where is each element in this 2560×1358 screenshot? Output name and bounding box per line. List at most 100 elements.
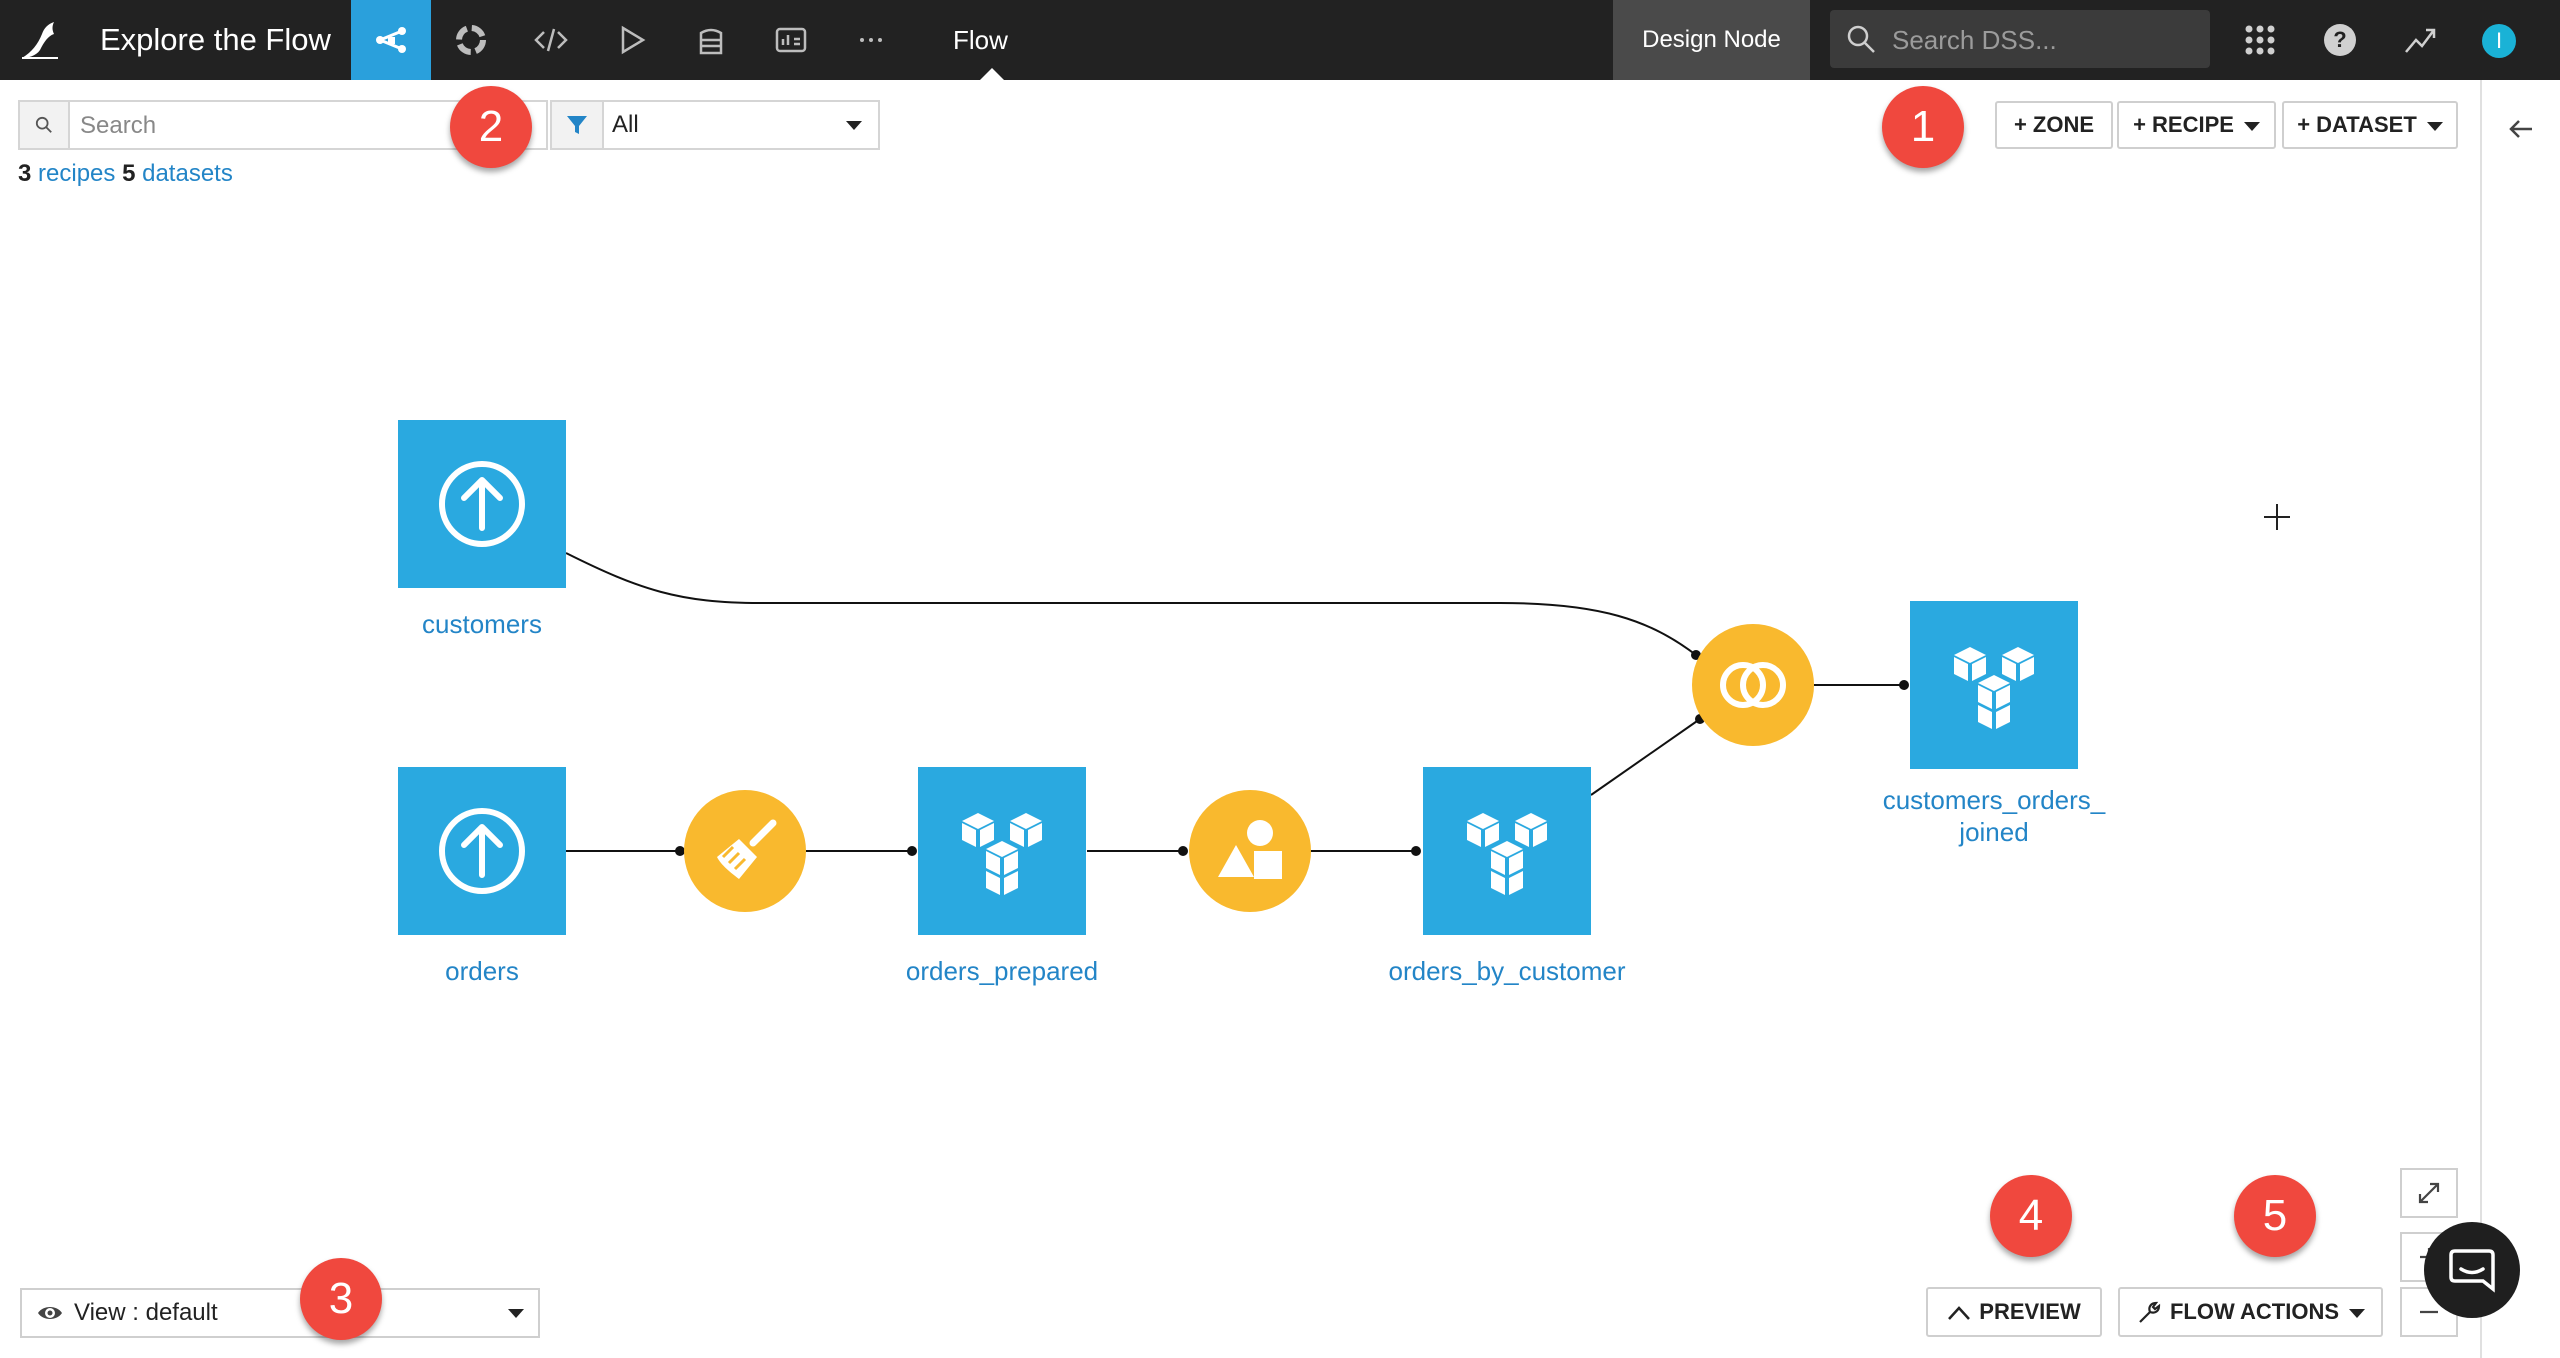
flow-actions-button[interactable]: FLOW ACTIONS [2118,1287,2383,1337]
help-button[interactable]: ? [2320,20,2360,60]
dataset-orders-by-customer[interactable] [1423,767,1591,935]
minus-icon [2420,1310,2438,1314]
flow-counts: 3 recipes 5 datasets [18,160,233,188]
add-zone-button[interactable]: + ZONE [1995,101,2113,149]
nav-library-button[interactable] [671,0,751,80]
arrow-left-icon[interactable] [2506,114,2536,144]
right-side-panel [2480,80,2560,1358]
preview-label: PREVIEW [1979,1299,2081,1324]
dataset-label-customers[interactable]: customers [422,609,542,639]
filter-icon [552,102,604,148]
flow-filter-select[interactable]: All [550,100,880,150]
help-icon: ? [2324,24,2356,56]
dataset-label-orders[interactable]: orders [445,956,519,986]
run-icon [621,25,646,55]
dataset-label-line-2: joined [1959,817,2029,847]
port-group-in [1178,846,1188,856]
upload-icon [439,808,525,894]
flow-icon [376,27,406,53]
shapes-icon [1218,820,1282,879]
view-label: View : default [74,1299,218,1326]
crosshair-cursor-icon [2264,504,2290,530]
trend-icon [2405,28,2436,53]
apps-grid-icon [2245,25,2275,55]
nav-more-button[interactable] [831,0,911,80]
apps-grid-button[interactable] [2240,20,2280,60]
broom-icon [717,819,777,879]
nav-lifecycle-button[interactable] [431,0,511,80]
flow-edges [565,552,1909,856]
chat-icon [2449,1249,2495,1293]
chevron-down-icon [2349,1308,2366,1318]
add-recipe-button[interactable]: + RECIPE [2117,101,2276,149]
lifecycle-icon [456,25,486,55]
dss-bird-logo-icon[interactable] [18,18,62,62]
svg-text:?: ? [2333,27,2346,52]
activity-button[interactable] [2400,20,2440,60]
view-selector[interactable]: View : default [20,1288,540,1338]
edge-customers-join [565,552,1697,656]
chevron-down-icon [508,1309,524,1318]
add-recipe-label: + RECIPE [2133,112,2234,137]
dashboard-icon [775,27,807,53]
search-icon [1847,25,1875,53]
dataset-orders[interactable] [398,767,566,935]
add-dataset-button[interactable]: + DATASET [2282,101,2458,149]
eye-icon [38,1307,62,1319]
filter-value: All [612,111,639,138]
dataset-label-orders-prepared[interactable]: orders_prepared [905,956,1099,986]
nav-run-button[interactable] [591,0,671,80]
chevron-down-icon [2426,121,2443,131]
global-search-box[interactable] [1830,10,2210,70]
global-search-input[interactable] [1890,10,2194,70]
callout-badge-5: 5 [2234,1175,2316,1257]
dataset-customers[interactable] [398,420,566,588]
search-icon [20,102,70,148]
dataset-label-customers-orders-joined[interactable]: customers_orders_ joined [1844,784,2144,848]
recipe-prepare[interactable] [684,790,806,912]
dataset-orders-prepared[interactable] [918,767,1086,935]
join-icon [1720,662,1786,708]
dataset-label-orders-by-customer[interactable]: orders_by_customer [1388,956,1626,986]
upload-icon [439,461,525,547]
project-title[interactable]: Explore the Flow [100,22,331,57]
recipes-count: 3 [18,160,32,187]
expand-icon [2418,1182,2440,1204]
code-icon [534,28,568,52]
dataset-label-line-1: customers_orders_ [1882,785,2106,815]
recipe-group[interactable] [1189,790,1311,912]
flow-actions-label: FLOW ACTIONS [2169,1299,2340,1324]
edge-orders-by-customer-join [1590,718,1701,796]
design-node-label[interactable]: Design Node [1613,0,1810,80]
nav-flow-button[interactable] [351,0,431,80]
recipe-join[interactable] [1692,624,1814,746]
chevron-down-icon [2243,121,2260,131]
recipes-link[interactable]: recipes [38,160,116,187]
cubes-icon [962,813,1042,895]
nav-dashboard-button[interactable] [751,0,831,80]
cubes-icon [1467,813,1547,895]
add-dataset-label: + DATASET [2297,112,2417,137]
datasets-link[interactable]: datasets [142,160,233,187]
preview-button[interactable]: PREVIEW [1926,1287,2102,1337]
flow-search-input[interactable] [78,102,482,150]
nav-code-button[interactable] [511,0,591,80]
wrench-icon [2139,1302,2161,1323]
support-chat-button[interactable] [2424,1222,2520,1318]
callout-badge-4: 4 [1990,1175,2072,1257]
user-avatar[interactable]: I [2482,24,2516,58]
cubes-icon [1954,647,2034,729]
library-icon [699,28,723,55]
section-indicator [980,68,1004,80]
callout-badge-3: 3 [300,1258,382,1340]
port-prepare-in [675,846,685,856]
chevron-up-icon [1948,1306,1971,1321]
port-orders-prepared-in [907,846,917,856]
current-section-label: Flow [953,25,1008,55]
dataset-customers-orders-joined[interactable] [1910,601,2078,769]
port-orders-by-customer-in [1411,846,1421,856]
callout-badge-1: 1 [1882,86,1964,168]
top-navigation-bar: Explore the Flow [0,0,2560,80]
chevron-down-icon [846,121,862,130]
fit-to-screen-button[interactable] [2400,1168,2458,1218]
